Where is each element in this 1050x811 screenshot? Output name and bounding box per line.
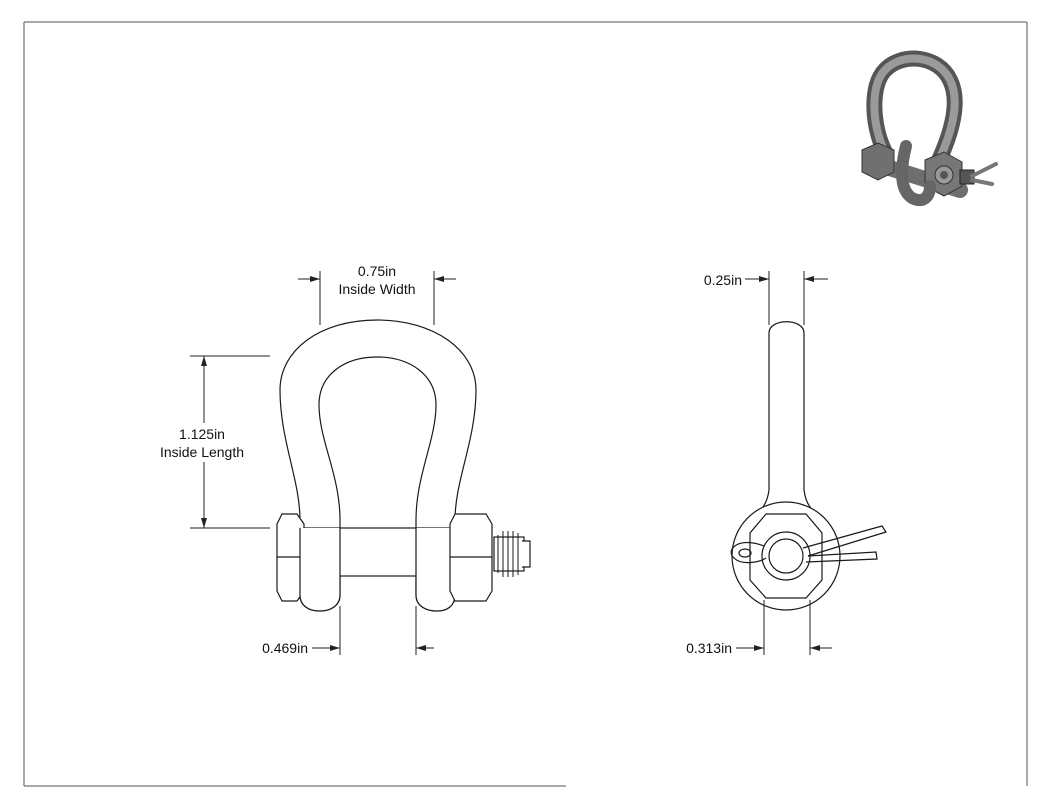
shackle-render-icon	[861, 50, 998, 207]
side-hex	[749, 513, 823, 599]
inside-length-caption: Inside Length	[159, 444, 245, 460]
side-cotter-prong1	[802, 525, 887, 557]
sheet-border	[23, 21, 1028, 787]
front-dimensions	[190, 271, 456, 655]
side-dimensions	[736, 271, 832, 655]
pin-diameter-value: 0.313in	[686, 640, 732, 656]
front-cotter	[522, 540, 531, 568]
front-thread	[493, 536, 525, 572]
side-cotter-loop	[730, 541, 767, 564]
inside-width-value: 0.75in	[357, 263, 397, 279]
inside-width-caption: Inside Width	[338, 281, 416, 297]
bow-diameter-value: 0.469in	[262, 640, 308, 656]
side-thickness-value: 0.25in	[703, 272, 742, 288]
inside-length-value: 1.125in	[179, 426, 225, 442]
side-cotter-prong2	[805, 551, 878, 563]
side-view	[730, 321, 887, 611]
front-view	[276, 319, 531, 612]
side-leg	[753, 321, 820, 516]
